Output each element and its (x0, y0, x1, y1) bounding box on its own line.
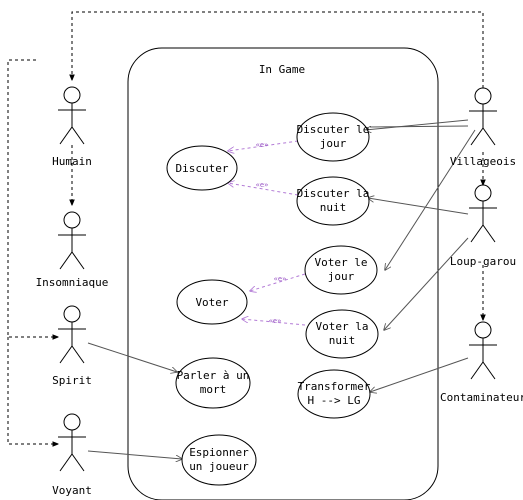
use-case-transformer-line1: Transformer (298, 380, 371, 393)
actor-voyant-label: Voyant (52, 484, 92, 497)
actor-villageois[interactable]: Villageois (450, 87, 516, 168)
system-title: In Game (259, 63, 305, 76)
association-lines (87, 119, 476, 459)
use-case-voter-label: Voter (195, 296, 228, 309)
assoc-voyant-espionner (87, 450, 182, 459)
use-case-parler-line2: mort (200, 383, 227, 396)
use-case-voter-la-nuit[interactable]: Voter la nuit (305, 309, 379, 359)
use-case-discuter-la-nuit[interactable]: Discuter la nuit (296, 176, 370, 226)
actor-insomniaque-label: Insomniaque (36, 276, 109, 289)
actor-spirit-label: Spirit (52, 374, 92, 387)
assoc-villageois-discuter-jour (365, 119, 469, 130)
actor-voyant[interactable]: Voyant (52, 413, 92, 497)
use-case-discuter-label: Discuter (176, 162, 229, 175)
use-case-discuter-jour-line2: jour (320, 137, 347, 150)
use-case-espionner-line2: un joueur (189, 460, 249, 473)
use-case-discuter-nuit-line2: nuit (320, 201, 347, 214)
generalization-lines (7, 11, 484, 444)
use-case-discuter[interactable]: Discuter (166, 145, 238, 191)
gen-humain-spirit (7, 59, 58, 337)
gen-villageois-humain (72, 11, 484, 88)
use-case-parler-line1: Parler à un (177, 369, 250, 382)
actor-contaminateur-label: Contaminateur (440, 391, 523, 404)
system-boundary (127, 47, 439, 500)
actor-spirit[interactable]: Spirit (52, 305, 92, 387)
use-case-discuter-le-jour[interactable]: Discuter le jour (296, 112, 370, 162)
include-label-1: «e» (256, 141, 269, 149)
actor-contaminateur[interactable]: Contaminateur (440, 321, 523, 404)
actor-humain[interactable]: Humain (52, 86, 92, 168)
use-case-parler-a-un-mort[interactable]: Parler à un mort (175, 357, 251, 409)
include-voter-nuit (242, 319, 306, 326)
use-case-voter-jour-line2: jour (328, 270, 355, 283)
use-case-voter-le-jour[interactable]: Voter le jour (304, 245, 378, 295)
use-case-voter-nuit-line1: Voter la (316, 320, 369, 333)
actor-villageois-label: Villageois (450, 155, 516, 168)
assoc-villageois-discuter-jour-2 (369, 125, 469, 128)
use-case-espionner-line1: Espionner (189, 446, 249, 459)
use-case-voter-jour-line1: Voter le (315, 256, 368, 269)
assoc-villageois-voter-jour (385, 129, 476, 270)
include-lines: «e» «e» «e» «e» (228, 140, 306, 326)
assoc-lg-voter-nuit (384, 237, 469, 330)
include-label-2: «e» (256, 181, 269, 189)
include-label-4: «e» (269, 317, 282, 325)
use-case-espionner-un-joueur[interactable]: Espionner un joueur (181, 434, 257, 486)
use-case-discuter-nuit-line1: Discuter la (297, 187, 370, 200)
assoc-spirit-parler (87, 342, 177, 372)
assoc-contaminateur-transformer (370, 357, 469, 392)
actor-humain-label: Humain (52, 155, 92, 168)
include-label-3: «e» (274, 275, 287, 283)
actor-insomniaque[interactable]: Insomniaque (36, 211, 109, 289)
actor-loup-garou-label: Loup-garou (450, 255, 516, 268)
gen-humain-voyant (7, 337, 58, 444)
assoc-lg-discuter-nuit (368, 198, 469, 215)
actor-loup-garou[interactable]: Loup-garou (450, 184, 516, 268)
use-case-transformer[interactable]: Transformer H --> LG (297, 369, 371, 419)
use-case-voter[interactable]: Voter (176, 279, 248, 325)
use-case-discuter-jour-line1: Discuter le (297, 123, 370, 136)
use-case-voter-nuit-line2: nuit (329, 334, 356, 347)
use-case-transformer-line2: H --> LG (308, 394, 361, 407)
